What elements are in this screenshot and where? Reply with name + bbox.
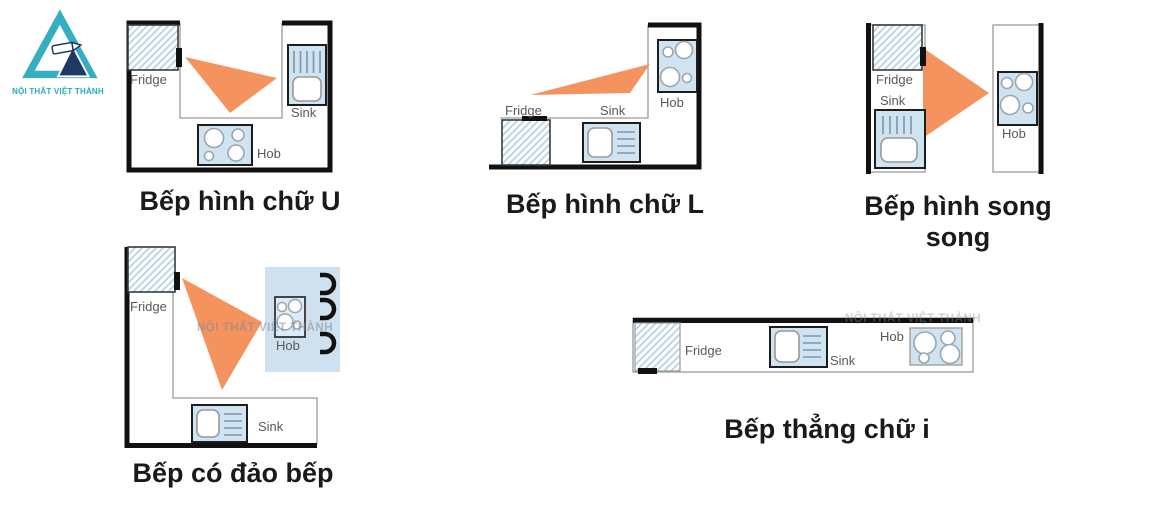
- hob-icon: [909, 327, 963, 366]
- counter-inner-outline: [500, 25, 649, 119]
- hob-icon: [997, 71, 1038, 126]
- counter-inner-outline: [172, 292, 318, 444]
- sink-label: Sink: [258, 419, 284, 434]
- pencil-icon: [51, 41, 83, 55]
- hob-label: Hob: [1002, 126, 1026, 141]
- sink-icon: [769, 326, 828, 368]
- brand-logo: NỘI THẤT VIỆT THÀNH: [10, 6, 106, 96]
- diagram-l-shaped-kitchen: Fridge Sink Hob: [487, 18, 705, 170]
- brand-name: NỘI THẤT VIỆT THÀNH: [12, 87, 104, 96]
- brand-logo-icon: [22, 9, 98, 79]
- diagram-island-kitchen: Fridge Hob Sink: [121, 241, 353, 455]
- caption-island: Bếp có đảo bếp: [132, 458, 334, 488]
- fridge-icon: [634, 322, 681, 374]
- stool-icons: [320, 272, 337, 355]
- caption-l-shaped: Bếp hình chữ L: [505, 189, 705, 219]
- hob-icon: [197, 124, 253, 166]
- fridge-label: Fridge: [130, 72, 167, 87]
- counter-wall-outline: [124, 247, 317, 448]
- sink-icon: [582, 122, 641, 163]
- sink-icon: [287, 44, 327, 106]
- diagram-straight-kitchen: Fridge Sink Hob: [631, 313, 977, 377]
- sink-label: Sink: [830, 353, 856, 368]
- sink-icon: [874, 109, 926, 169]
- hob-label: Hob: [660, 95, 684, 110]
- fridge-icon: [127, 246, 180, 293]
- fridge-icon: [501, 116, 551, 166]
- hob-icon: [657, 39, 698, 93]
- fridge-label: Fridge: [130, 299, 167, 314]
- work-triangle: [923, 48, 989, 138]
- fridge-icon: [872, 24, 926, 71]
- caption-u-shaped: Bếp hình chữ U: [139, 186, 341, 216]
- fridge-icon: [127, 24, 182, 71]
- hob-label: Hob: [880, 329, 904, 344]
- work-triangle: [530, 64, 650, 95]
- hob-label: Hob: [276, 338, 300, 353]
- sink-label: Sink: [291, 105, 317, 120]
- counter-wall-outline: [489, 22, 702, 170]
- diagram-parallel-kitchen: Fridge Sink Hob: [864, 20, 1050, 176]
- work-triangle: [182, 278, 262, 390]
- counter-inner-outline: [179, 23, 283, 119]
- sink-label: Sink: [600, 103, 626, 118]
- fridge-label: Fridge: [685, 343, 722, 358]
- fridge-label: Fridge: [505, 103, 542, 118]
- fridge-label: Fridge: [876, 72, 913, 87]
- sink-icon: [191, 404, 248, 443]
- counter-wall-outline: [126, 20, 333, 173]
- caption-parallel: Bếp hình song song: [864, 191, 1052, 252]
- work-triangle: [185, 57, 277, 113]
- sink-label: Sink: [880, 93, 906, 108]
- hob-icon: [274, 296, 306, 338]
- hob-label: Hob: [257, 146, 281, 161]
- diagram-u-shaped-kitchen: Fridge Sink Hob: [124, 14, 336, 184]
- caption-straight: Bếp thẳng chữ i: [724, 414, 930, 444]
